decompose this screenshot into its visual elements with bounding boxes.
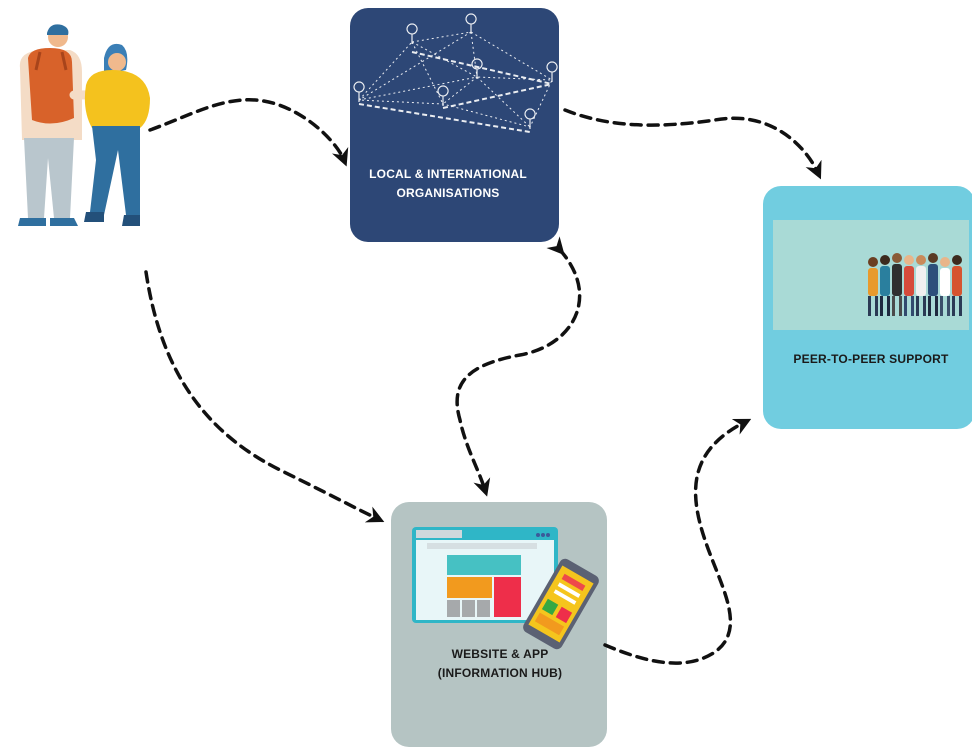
arrow-organisations-to-peer-support	[563, 108, 822, 180]
network-map-icon	[353, 13, 558, 133]
smartphone-app-icon	[523, 558, 599, 650]
arrow-travellers-to-info-hub	[144, 270, 385, 523]
organisations-label: LOCAL & INTERNATIONAL ORGANISATIONS	[369, 167, 527, 200]
crowd-illustration	[773, 220, 969, 330]
arrows	[144, 98, 822, 665]
travellers-illustration	[18, 24, 150, 226]
arrow-travellers-to-organisations	[148, 98, 349, 167]
arrow-info-hub-to-peer-support	[603, 418, 752, 665]
organisations-node	[350, 8, 559, 242]
website-mockup-icon	[412, 527, 558, 623]
arrow-hub-organisations-bidirectional	[455, 236, 582, 497]
peer-support-label: PEER-TO-PEER SUPPORT	[793, 352, 949, 366]
info-hub-label: WEBSITE & APP (INFORMATION HUB)	[437, 647, 563, 680]
